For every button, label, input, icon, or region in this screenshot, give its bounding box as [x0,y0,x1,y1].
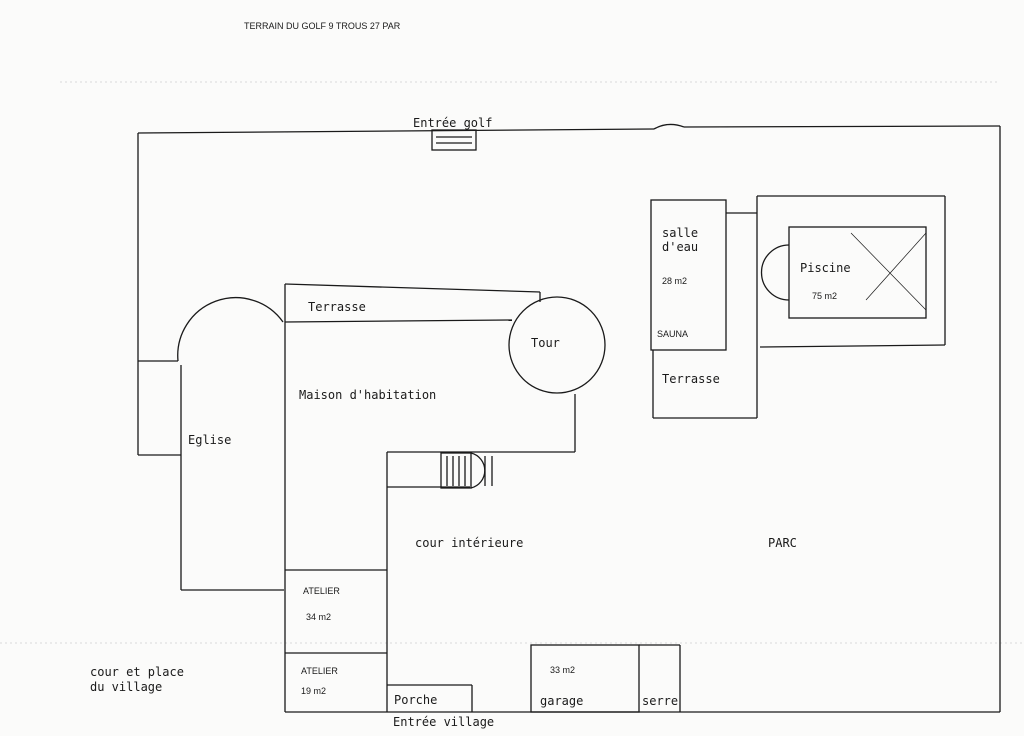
serre-label: serre [642,694,679,708]
cour-place-label-line1: cour et place [90,665,184,679]
tour-label: Tour [531,336,560,350]
village-side-buildings [285,644,1000,713]
garage-area: 33 m2 [550,665,576,675]
piscine-area: 75 m2 [812,291,838,301]
piscine-outline [757,195,946,348]
ateliers-outline [285,569,387,654]
piscine-label: Piscine [800,261,851,275]
cour-place-label-line2: du village [90,680,163,694]
salle-deau-label-line1: salle [662,226,699,240]
courtyard-stairs [440,452,493,489]
golf-entrance-gate [431,129,477,151]
terrasse-maison-label: Terrasse [308,300,366,314]
porche-label: Porche [394,693,438,707]
atelier-2-area: 19 m2 [301,686,327,696]
atelier-1-area: 34 m2 [306,612,332,622]
entree-village-label: Entrée village [393,715,495,729]
eglise-outline [138,297,284,591]
salle-deau-label-line2: d'eau [662,240,699,254]
parc-label: PARC [768,536,797,550]
atelier-2-label: ATELIER [301,666,338,676]
property-boundary [137,123,1001,712]
maison-outline [284,283,576,712]
entree-golf-label: Entrée golf [413,116,493,130]
plan-header: TERRAIN DU GOLF 9 TROUS 27 PAR [244,21,401,31]
garage-label: garage [540,694,584,708]
sauna-label: SAUNA [657,329,689,339]
maison-label: Maison d'habitation [299,388,437,402]
salle-deau-area: 28 m2 [662,276,688,286]
tour-circle [508,296,606,394]
terrasse-piscine-label: Terrasse [662,372,720,386]
atelier-1-label: ATELIER [303,586,340,596]
cour-interieure-label: cour intérieure [415,536,524,550]
eglise-label: Eglise [188,433,232,447]
scan-marks [0,81,1024,644]
salle-deau-outline [650,196,758,419]
